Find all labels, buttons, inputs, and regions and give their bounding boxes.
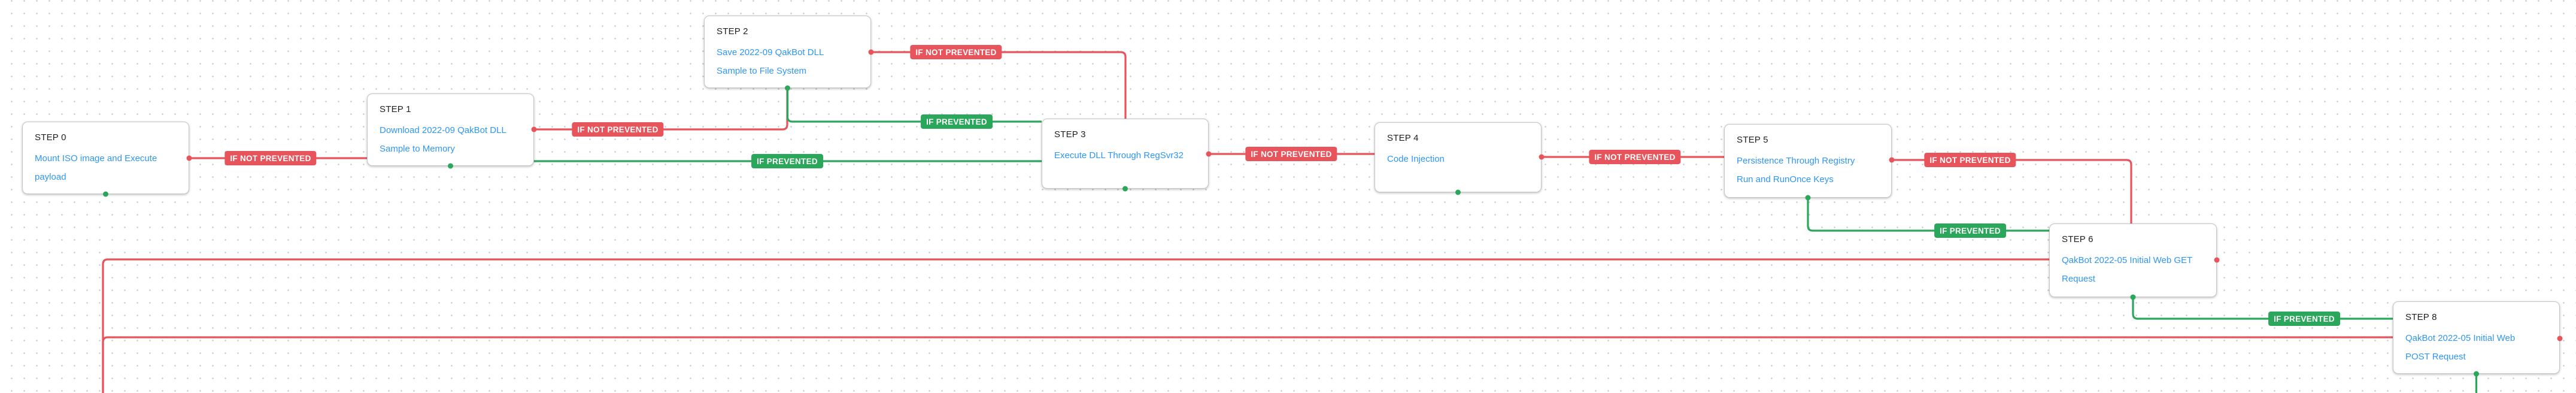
connector-dot-red-step0[interactable] bbox=[186, 155, 192, 161]
step-node-1[interactable]: STEP 1 Download 2022-09 QakBot DLL Sampl… bbox=[367, 93, 534, 166]
connector-dot-red-step5[interactable] bbox=[1889, 157, 1895, 163]
connector-dot-green-step3[interactable] bbox=[1122, 186, 1128, 192]
badge-prevented-step2-step3: IF PREVENTED bbox=[921, 114, 993, 129]
connector-dot-green-step6[interactable] bbox=[2130, 294, 2136, 300]
connector-dot-green-step1[interactable] bbox=[448, 163, 453, 169]
connector-dot-red-step4[interactable] bbox=[1539, 154, 1545, 160]
edge-offscreen-step6-red[interactable] bbox=[102, 258, 2049, 393]
badge-not-prevented-step3-step4: IF NOT PREVENTED bbox=[1245, 147, 1337, 161]
step-body-line[interactable]: Download 2022-09 QakBot DLL bbox=[380, 125, 506, 135]
edge-step5-step6-not-prevented[interactable] bbox=[1892, 159, 2132, 223]
step-title: STEP 4 bbox=[1387, 133, 1419, 143]
badge-not-prevented-step2-step3: IF NOT PREVENTED bbox=[910, 45, 1002, 59]
edge-step5-step6-prevented[interactable] bbox=[1807, 198, 2049, 232]
badge-not-prevented-step4-step5: IF NOT PREVENTED bbox=[1589, 150, 1681, 164]
connector-dot-green-step0[interactable] bbox=[103, 191, 108, 197]
connector-dot-green-step8[interactable] bbox=[2474, 371, 2479, 377]
step-body-line[interactable]: payload bbox=[35, 172, 66, 182]
step-body-line[interactable]: Persistence Through Registry bbox=[1737, 156, 1855, 166]
step-title: STEP 2 bbox=[717, 26, 748, 37]
connector-dot-red-step1[interactable] bbox=[531, 126, 537, 132]
step-node-4[interactable]: STEP 4 Code Injection bbox=[1375, 122, 1542, 192]
step-body-line[interactable]: Sample to File System bbox=[717, 66, 807, 76]
step-body-line[interactable]: Run and RunOnce Keys bbox=[1737, 174, 1834, 185]
step-title: STEP 6 bbox=[2062, 234, 2093, 244]
step-body-line[interactable]: POST Request bbox=[2405, 352, 2466, 362]
badge-not-prevented-step1-step2: IF NOT PREVENTED bbox=[572, 122, 664, 137]
edge-step2-step3-not-prevented[interactable] bbox=[871, 51, 1127, 119]
step-body-line[interactable]: QakBot 2022-05 Initial Web bbox=[2405, 333, 2516, 343]
edge-step1-step2-not-prevented[interactable] bbox=[534, 90, 788, 131]
step-body-line[interactable]: Execute DLL Through RegSvr32 bbox=[1054, 150, 1184, 161]
edge-step2-step3-prevented[interactable] bbox=[786, 88, 1042, 123]
connector-dot-green-step5[interactable] bbox=[1805, 195, 1811, 201]
step-body-line[interactable]: QakBot 2022-05 Initial Web GET bbox=[2062, 255, 2193, 265]
step-body-line[interactable]: Code Injection bbox=[1387, 154, 1445, 164]
badge-not-prevented-step5-step6: IF NOT PREVENTED bbox=[1924, 153, 2016, 167]
connector-dot-green-step4[interactable] bbox=[1455, 189, 1461, 195]
step-body-line[interactable]: Save 2022-09 QakBot DLL bbox=[717, 47, 824, 58]
step-node-8[interactable]: STEP 8 QakBot 2022-05 Initial Web POST R… bbox=[2393, 301, 2560, 374]
step-body-line[interactable]: Request bbox=[2062, 274, 2095, 284]
connector-dot-red-step2[interactable] bbox=[868, 49, 874, 55]
step-node-2[interactable]: STEP 2 Save 2022-09 QakBot DLL Sample to… bbox=[704, 16, 871, 88]
connector-dot-red-step3[interactable] bbox=[1206, 151, 1212, 157]
step-title: STEP 0 bbox=[35, 132, 66, 143]
step-title: STEP 8 bbox=[2405, 312, 2437, 322]
badge-not-prevented-step0-step1: IF NOT PREVENTED bbox=[224, 151, 317, 165]
badge-prevented-step6-step8: IF PREVENTED bbox=[2268, 312, 2340, 326]
step-title: STEP 5 bbox=[1737, 135, 1768, 145]
step-node-0[interactable]: STEP 0 Mount ISO image and Execute paylo… bbox=[22, 122, 189, 194]
connector-dot-green-step2[interactable] bbox=[785, 85, 790, 91]
connector-dot-red-step8[interactable] bbox=[2557, 335, 2563, 341]
step-title: STEP 3 bbox=[1054, 129, 1086, 140]
step-title: STEP 1 bbox=[380, 104, 411, 114]
badge-prevented-step5-step6: IF PREVENTED bbox=[1934, 223, 2006, 238]
step-body-line[interactable]: Sample to Memory bbox=[380, 144, 455, 154]
badge-prevented-step1-step3: IF PREVENTED bbox=[751, 154, 823, 168]
step-node-6[interactable]: STEP 6 QakBot 2022-05 Initial Web GET Re… bbox=[2049, 223, 2217, 297]
connector-dot-red-step6[interactable] bbox=[2214, 257, 2220, 263]
step-body-line[interactable]: Mount ISO image and Execute bbox=[35, 153, 157, 164]
edge-offscreen-step8-red[interactable] bbox=[102, 336, 2393, 393]
edge-step6-step8-prevented[interactable] bbox=[2132, 297, 2393, 320]
